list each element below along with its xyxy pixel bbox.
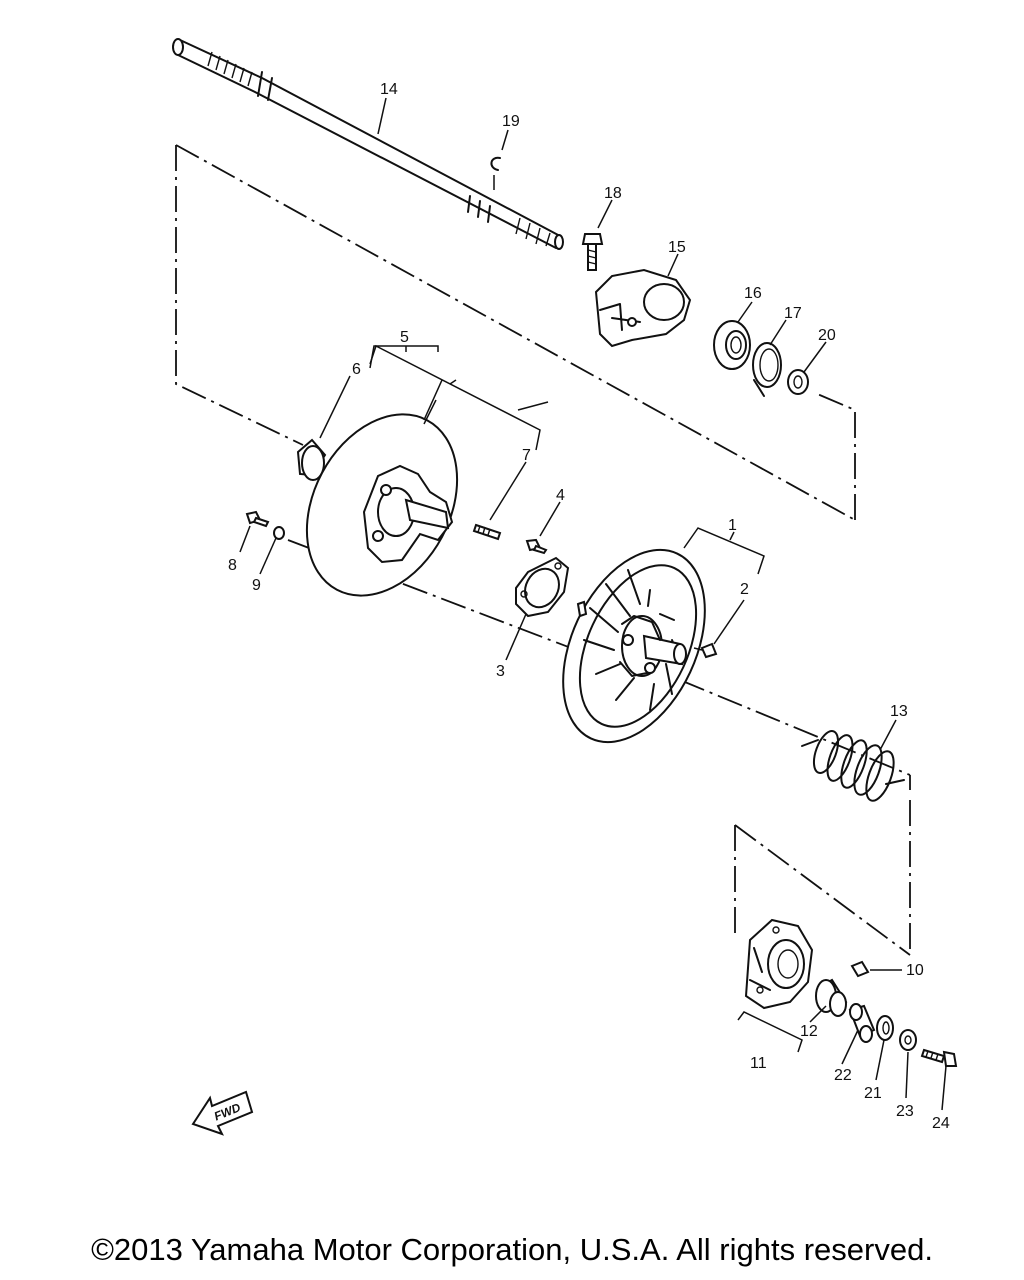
screw-2 [694, 644, 716, 657]
bearing-16 [714, 321, 750, 369]
callout-1: 1 [728, 517, 737, 534]
callout-13: 13 [890, 703, 908, 720]
shaft [173, 39, 563, 249]
callout-24: 24 [932, 1115, 950, 1132]
bolt-24 [922, 1050, 956, 1066]
callout-10: 10 [906, 962, 924, 979]
leader-lines [240, 98, 946, 1110]
plate-3 [516, 558, 568, 616]
callout-5: 5 [400, 329, 409, 346]
screw-8 [247, 512, 268, 526]
sleeve-22 [850, 1004, 874, 1042]
callout-17: 17 [784, 305, 802, 322]
washer-21 [877, 1016, 893, 1040]
callout-20: 20 [818, 327, 836, 344]
callouts: 14 19 18 15 16 17 20 5 6 7 4 8 9 1 2 3 1… [228, 81, 950, 1132]
fwd-arrow-icon: FWD [193, 1092, 252, 1134]
callout-21: 21 [864, 1085, 882, 1102]
callout-23: 23 [896, 1103, 914, 1120]
callout-9: 9 [252, 577, 261, 594]
bushing-12 [816, 980, 846, 1016]
bracket-15 [596, 270, 690, 346]
callout-14: 14 [380, 81, 398, 98]
washer-20 [788, 370, 808, 394]
callout-19: 19 [502, 113, 520, 130]
copyright-notice: ©2013 Yamaha Motor Corporation, U.S.A. A… [91, 1232, 933, 1267]
washer-23 [900, 1030, 916, 1050]
callout-22: 22 [834, 1067, 852, 1084]
callout-4: 4 [556, 487, 565, 504]
circlip-19 [491, 158, 500, 190]
movable-sheave-1 [535, 527, 734, 764]
callout-16: 16 [744, 285, 762, 302]
bushing-6 [298, 440, 325, 480]
callout-18: 18 [604, 185, 622, 202]
callout-6: 6 [352, 361, 361, 378]
callout-11: 11 [750, 1055, 767, 1072]
screw-4 [527, 540, 546, 553]
callout-12: 12 [800, 1023, 818, 1040]
bracket-group-1 [684, 528, 764, 574]
spring-13 [802, 728, 904, 804]
callout-2: 2 [740, 581, 749, 598]
bracket-group-11 [738, 1012, 802, 1052]
bracket-group-5 [370, 346, 540, 450]
callout-7: 7 [522, 447, 531, 464]
callout-3: 3 [496, 663, 505, 680]
cam-11 [746, 920, 812, 1008]
washer-9 [274, 527, 284, 539]
callout-8: 8 [228, 557, 237, 574]
snap-ring-17 [753, 343, 781, 396]
pin-7 [474, 525, 500, 539]
callout-15: 15 [668, 239, 686, 256]
nut-10 [852, 962, 868, 976]
bolt-18 [583, 234, 602, 270]
fixed-sheave-5 [277, 388, 487, 621]
